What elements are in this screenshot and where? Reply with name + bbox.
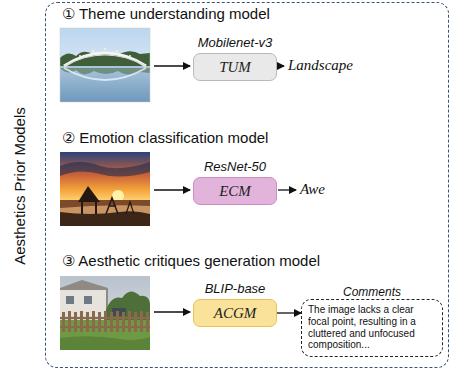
- flow-arrows-part: [154, 311, 190, 312]
- house-photo-part-part: [140, 311, 143, 332]
- model-box: BLIP-baseACGM: [193, 299, 277, 327]
- house-photo-part-part: [86, 312, 89, 332]
- flow-arrows-part: [278, 189, 296, 190]
- callout-heading: Comments: [302, 285, 442, 299]
- output-label: Awe: [300, 181, 325, 198]
- model-label: ECM: [219, 183, 251, 200]
- house-photo: [60, 276, 150, 350]
- sunset-photo-part: [106, 198, 118, 214]
- sunset-photo-part: [78, 186, 100, 202]
- section-title: ① Theme understanding model: [62, 5, 270, 23]
- flow-arrows-part: [154, 189, 190, 190]
- sunset-photo-part: [60, 162, 150, 177]
- model-name: BLIP-base: [164, 281, 306, 296]
- house-photo-part: [60, 280, 108, 316]
- house-photo-part-part: [104, 311, 107, 332]
- model-label: ACGM: [214, 305, 257, 322]
- landscape-photo: [60, 28, 150, 102]
- house-photo-part-part: [128, 311, 131, 332]
- house-photo-part: [60, 336, 150, 350]
- model-label: TUM: [219, 59, 251, 76]
- sunset-photo-part: [95, 202, 97, 214]
- comment-callout: CommentsThe image lacks a clear focal po…: [301, 299, 443, 357]
- prior-models-frame: Aesthetics Prior ModelsMobilenet-v3TUMRe…: [45, 2, 449, 368]
- model-box: Mobilenet-v3TUM: [193, 53, 277, 81]
- sunset-photo-part: [60, 152, 150, 202]
- sunset-photo-part: [60, 200, 150, 208]
- sunset-photo-part: [126, 202, 134, 214]
- landscape-photo-part-part: [129, 55, 131, 57]
- landscape-photo-part: [60, 51, 150, 68]
- house-photo-part-part: [134, 312, 137, 332]
- landscape-photo-part: [60, 66, 150, 102]
- model-name: ResNet-50: [164, 159, 306, 174]
- house-photo-part: [60, 311, 150, 332]
- house-photo-part-part: [110, 312, 113, 332]
- house-photo-part: [60, 276, 150, 350]
- house-photo-part-part: [122, 312, 125, 332]
- landscape-photo-part-part: [92, 50, 94, 52]
- sunset-photo-part: [60, 200, 150, 226]
- landscape-photo-part: [60, 28, 150, 102]
- landscape-photo-part-part: [79, 55, 81, 57]
- sunset-photo: [60, 152, 150, 226]
- landscape-photo-part: [64, 68, 146, 80]
- landscape-photo-part: [64, 55, 146, 66]
- landscape-photo-part: [64, 53, 146, 66]
- house-photo-part-part: [60, 326, 150, 328]
- landscape-photo-part-part: [104, 48, 106, 50]
- house-photo-part-part: [92, 311, 95, 332]
- output-label: Landscape: [288, 57, 353, 74]
- flow-arrows: [154, 66, 296, 312]
- landscape-photo-part-part: [116, 50, 118, 52]
- model-name: Mobilenet-v3: [164, 35, 306, 50]
- landscape-photo-part: [60, 28, 150, 102]
- flow-arrows-part: [278, 65, 284, 66]
- house-photo-part-part: [74, 312, 77, 332]
- sunset-photo-part: [81, 202, 83, 214]
- section-title: ③ Aesthetic critiques generation model: [62, 252, 320, 270]
- model-box: ResNet-50ECM: [193, 177, 277, 205]
- house-photo-part: [66, 296, 74, 304]
- flow-arrows-part: [154, 65, 190, 66]
- house-photo-part-part: [68, 311, 71, 332]
- house-photo-part-part: [116, 311, 119, 332]
- house-photo-part-part: [146, 312, 149, 332]
- comment-text: The image lacks a clear focal point, res…: [308, 304, 436, 351]
- house-photo-part-part: [62, 312, 65, 332]
- house-photo-part-part: [80, 311, 83, 332]
- house-photo-part-part: [60, 317, 150, 319]
- connector-arrow: [277, 312, 301, 313]
- frame-title: Aesthetics Prior Models: [11, 107, 28, 265]
- landscape-photo-part: [79, 48, 131, 57]
- house-photo-part: [84, 296, 92, 304]
- section-title: ② Emotion classification model: [62, 129, 268, 147]
- sunset-photo-part: [60, 211, 150, 226]
- house-photo-part-part: [98, 312, 101, 332]
